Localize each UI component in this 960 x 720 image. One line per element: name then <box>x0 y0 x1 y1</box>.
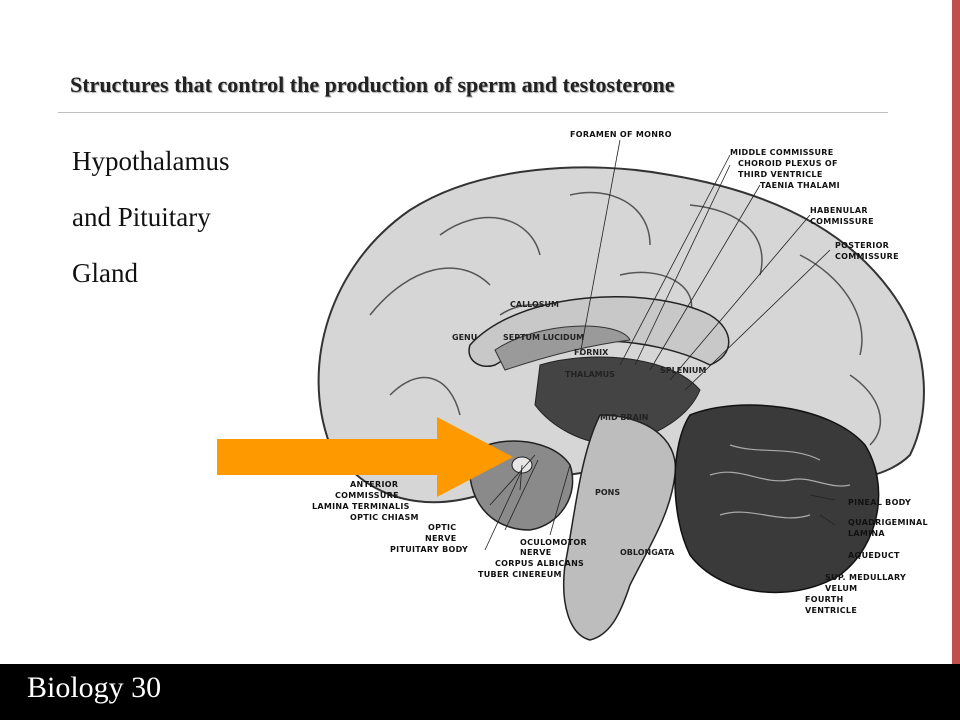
pons-label: PONS <box>595 488 620 497</box>
choroid-plexus-label-2: THIRD VENTRICLE <box>738 170 823 179</box>
corpus-albicans-label: CORPUS ALBICANS <box>495 559 584 568</box>
middle-commissure-label: MIDDLE COMMISSURE <box>730 148 834 157</box>
oblongata-label: OBLONGATA <box>620 548 675 557</box>
oculomotor-nerve-label: NERVE <box>520 548 551 557</box>
cerebellum-tree <box>709 444 851 519</box>
cerebellum-shape <box>674 404 880 594</box>
anterior-label: ANTERIOR <box>350 480 398 489</box>
foramen-of-monro-label: FORAMEN OF MONRO <box>570 130 672 139</box>
splenium-label: SPLENIUM <box>660 366 706 375</box>
callosum-label: CALLOSUM <box>510 300 559 309</box>
footer-bar <box>0 664 960 720</box>
habenular-label-1: HABENULAR <box>810 206 868 215</box>
optic-nerve-label: NERVE <box>425 534 456 543</box>
genu-label: GENU <box>452 333 477 342</box>
septum-lucidum-label: SEPTUM LUCIDUM <box>503 333 584 342</box>
aqueduct-label: AQUEDUCT <box>848 551 900 560</box>
slide-title: Structures that control the production o… <box>70 72 675 97</box>
brainstem-shape <box>563 414 677 641</box>
taenia-thalami-label: TAENIA THALAMI <box>760 181 840 190</box>
ventricle-label: VENTRICLE <box>805 606 857 615</box>
posterior-commissure-label-2: COMMISSURE <box>835 252 899 261</box>
fourth-label: FOURTH <box>805 595 844 604</box>
body-line-3: Gland <box>72 258 138 288</box>
pituitary-body-label: PITUITARY BODY <box>390 545 468 554</box>
pointer-arrow <box>217 417 513 497</box>
habenular-label-2: COMMISSURE <box>810 217 874 226</box>
thalamus-label: THALAMUS <box>565 370 615 379</box>
thalamus-shape <box>534 356 701 446</box>
accent-bar <box>952 0 960 664</box>
optic-chiasm-label: OPTIC CHIASM <box>350 513 419 522</box>
septum-lucidum-shape <box>494 325 631 371</box>
body-text: Hypothalamus and Pituitary Gland <box>72 148 229 316</box>
choroid-plexus-label-1: CHOROID PLEXUS OF <box>738 159 838 168</box>
optic-label: OPTIC <box>428 523 456 532</box>
footer-title: Biology 30 <box>27 671 162 704</box>
velum-label: VELUM <box>825 584 857 593</box>
tuber-cinereum-label: TUBER CINEREUM <box>478 570 562 579</box>
quadrigeminal-label: QUADRIGEMINAL <box>848 518 928 527</box>
lamina-label: LAMINA <box>848 529 885 538</box>
commissure-label: COMMISSURE <box>335 491 399 500</box>
oculomotor-label: OCULOMOTOR <box>520 538 587 547</box>
body-line-1: Hypothalamus <box>72 146 230 176</box>
pineal-body-label: PINEAL BODY <box>848 498 911 507</box>
leader-lines <box>484 139 836 551</box>
body-line-2: and Pituitary <box>72 202 211 232</box>
brain-sagittal-diagram: CALLOSUM GENU SEPTUM LUCIDUM FORNIX THAL… <box>312 130 928 641</box>
mid-brain-label: MID BRAIN <box>600 413 648 422</box>
fornix-label: FORNIX <box>574 348 609 357</box>
arrow-shape <box>217 417 513 497</box>
lamina-terminalis-label: LAMINA TERMINALIS <box>312 502 410 511</box>
posterior-commissure-label-1: POSTERIOR <box>835 241 889 250</box>
sup-medullary-label: SUP. MEDULLARY <box>825 573 906 582</box>
title-divider <box>58 112 888 113</box>
